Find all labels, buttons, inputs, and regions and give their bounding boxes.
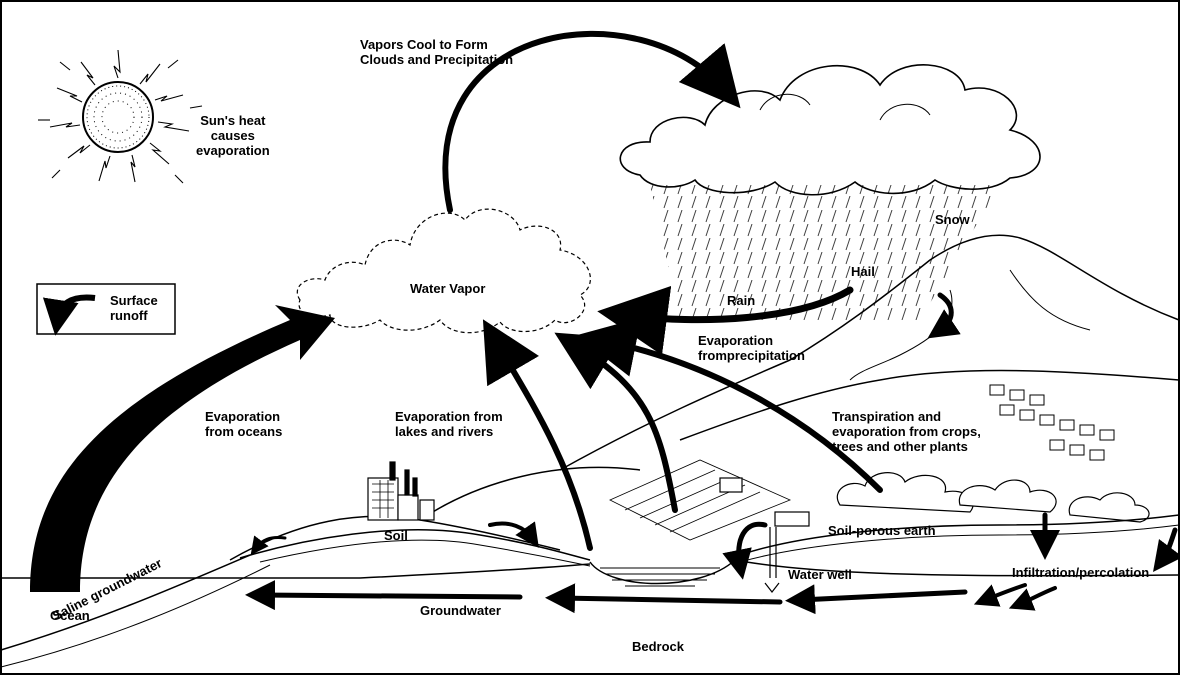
evap-precip-label: Evaporation fromprecipitation — [698, 333, 805, 363]
surface-runoff-label: Surface runoff — [110, 293, 158, 323]
well-runoff-arrow — [722, 521, 768, 580]
groundwater-label: Groundwater — [420, 603, 501, 618]
groundwater-arrow-3 — [245, 580, 523, 611]
transpiration-text: Transpiration and evaporation from crops… — [832, 409, 981, 454]
trees — [836, 472, 1150, 523]
transpiration-arrow — [576, 317, 883, 493]
water-vapor-label: Water Vapor — [410, 281, 486, 296]
evap-precip-text: Evaporation fromprecipitation — [698, 333, 805, 363]
mountain-runoff-arrow — [927, 292, 961, 339]
sun-label: Sun's heat causes evaporation — [196, 113, 270, 158]
vapors-cool-label: Vapors Cool to Form Clouds and Precipita… — [360, 37, 513, 67]
lake — [589, 559, 736, 587]
infiltration-arrow-3 — [973, 583, 1027, 607]
middle-runoff-arrow — [488, 521, 539, 548]
soil-layers — [239, 514, 1180, 567]
bedrock-label: Bedrock — [632, 639, 685, 654]
groundwater-arrow-2 — [545, 583, 783, 614]
evap-lakes-text: Evaporation from lakes and rivers — [395, 409, 503, 439]
infiltration-label: Infiltration/percolation — [1012, 565, 1150, 580]
evap-lakes-label: Evaporation from lakes and rivers — [395, 409, 503, 439]
hail-label: Hail — [851, 264, 875, 279]
infiltration-arrow-4 — [1008, 586, 1057, 611]
water-vapor-cloud — [296, 208, 591, 334]
rain-label: Rain — [727, 293, 756, 308]
town-houses — [989, 384, 1115, 461]
sun-icon — [38, 49, 203, 184]
lake-evap-arrow — [482, 319, 593, 551]
factory-icon — [367, 461, 435, 521]
vapor-to-cloud-arrow — [442, 30, 741, 213]
ocean-evaporation-arrow — [30, 305, 335, 592]
water-well-label: Water well — [788, 567, 852, 582]
arrows — [245, 30, 1180, 615]
groundwater-arrow-1 — [785, 584, 968, 615]
precipitation-arrow — [597, 285, 854, 356]
soil-porous-label: Soil-porous earth — [828, 523, 936, 538]
surface-runoff-legend — [36, 283, 176, 336]
rain-streaks — [650, 185, 1000, 320]
rain-cloud — [619, 64, 1041, 196]
evap-oceans-text: Evaporation from oceans — [205, 409, 283, 439]
evap-oceans-label: Evaporation from oceans — [205, 409, 282, 439]
ground-and-ocean — [0, 554, 1180, 668]
left-runoff-arrow — [250, 535, 287, 556]
infiltration-arrow-2 — [1153, 527, 1180, 573]
river-evap-arrow — [554, 332, 678, 513]
soil-label: Soil — [384, 528, 408, 543]
snow-label: Snow — [935, 212, 970, 227]
ocean-label: Ocean — [50, 608, 90, 623]
sun-label-text: Sun's heat causes evaporation — [196, 113, 270, 158]
vapors-cool-text: Vapors Cool to Form Clouds and Precipita… — [360, 37, 514, 67]
surface-runoff-text: Surface runoff — [110, 293, 158, 323]
transpiration-label: Transpiration and evaporation from crops… — [832, 409, 981, 454]
water-well — [764, 511, 810, 593]
farm-field — [609, 459, 792, 541]
runoff-arrow-icon — [42, 294, 96, 336]
